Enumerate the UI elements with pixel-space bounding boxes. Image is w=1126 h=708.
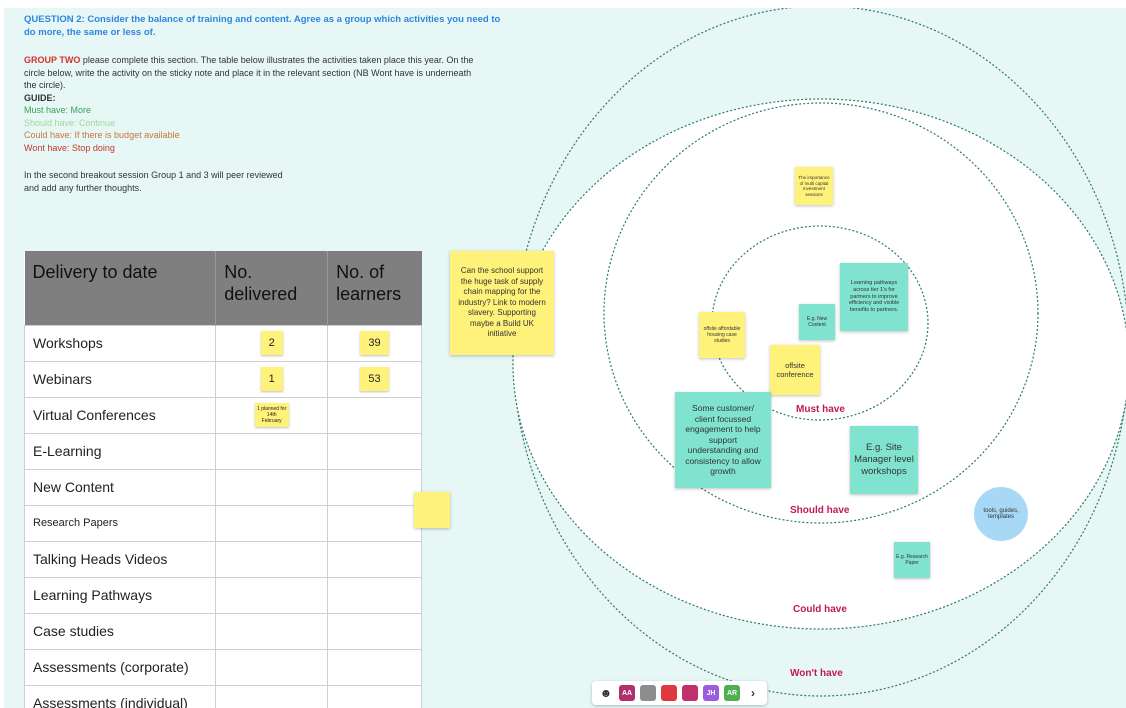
whiteboard-canvas[interactable]: QUESTION 2: Consider the balance of trai… — [4, 8, 1126, 708]
avatar[interactable] — [640, 685, 656, 701]
row-label: Case studies — [23, 612, 217, 650]
avatar[interactable]: AA — [619, 685, 635, 701]
wont-have-label: Won't have — [790, 668, 843, 679]
avatar[interactable]: AR — [724, 685, 740, 701]
should-have-label: Should have — [790, 505, 850, 516]
header-learners: No. of learners — [327, 251, 422, 325]
instructions-line-2: circle below, write the activity on the … — [24, 67, 472, 78]
guide-must: Must have: More — [24, 105, 92, 115]
instructions-line-3: the circle). — [24, 80, 66, 90]
table-row[interactable]: Case studies — [23, 612, 422, 650]
avatar[interactable] — [682, 685, 698, 701]
row-label: Research Papers — [23, 504, 217, 542]
sticky-note-school-support[interactable]: Can the school support the huge task of … — [450, 251, 554, 355]
group-instructions: GROUP TWO please complete this section. … — [24, 54, 473, 154]
row-label: Assessments (corporate) — [23, 648, 217, 686]
reaction-icon[interactable]: ☻ — [599, 686, 613, 700]
wont-have-ring — [512, 8, 1126, 697]
row-label: Assessments (individual) — [23, 684, 217, 708]
table-row[interactable]: Virtual Conferences 1 planned for 14th F… — [23, 396, 422, 434]
must-have-label: Must have — [796, 404, 845, 415]
group-label: GROUP TWO — [24, 55, 81, 65]
question-heading: QUESTION 2: Consider the balance of trai… — [24, 14, 500, 39]
row-label: Talking Heads Videos — [23, 540, 217, 578]
guide-could: Could have: If there is budget available — [24, 130, 180, 140]
table-row[interactable]: Workshops 2 39 — [23, 324, 422, 362]
row-label: Learning Pathways — [23, 576, 217, 614]
sticky-note-new-content[interactable]: E.g. New Content — [799, 304, 835, 340]
sticky-note[interactable]: 2 — [260, 331, 283, 355]
sticky-note-empty[interactable] — [414, 492, 450, 528]
sticky-note-learning-pathways[interactable]: Learning pathways across tier 1's for pa… — [840, 263, 908, 331]
delivery-table[interactable]: Delivery to date No. delivered No. of le… — [23, 251, 422, 708]
question-line-2: do more, the same or less of. — [24, 26, 156, 38]
sticky-note-offsite-conference[interactable]: offsite conference — [770, 345, 820, 395]
guide-should: Should have: Continue — [24, 117, 116, 128]
sticky-note-customer-engagement[interactable]: Some customer/ client focussed engagemen… — [675, 392, 771, 488]
sticky-note-offsite-housing[interactable]: offsite affordable housing case studies — [699, 312, 745, 358]
sticky-note[interactable]: 53 — [360, 367, 389, 391]
could-have-label: Could have — [793, 604, 847, 615]
peer-review-note: In the second breakout session Group 1 a… — [24, 170, 283, 193]
table-row[interactable]: Webinars 1 53 — [23, 360, 422, 398]
sticky-note-site-manager[interactable]: E.g. Site Manager level workshops — [850, 426, 918, 494]
collaboration-toolbar: ☻ AA JH AR › — [592, 681, 767, 705]
question-line-1: QUESTION 2: Consider the balance of trai… — [24, 14, 501, 25]
table-row[interactable]: Learning Pathways — [23, 576, 422, 614]
header-delivered: No. delivered — [215, 251, 329, 325]
guide-title: GUIDE: — [24, 92, 56, 103]
avatar[interactable] — [661, 685, 677, 701]
guide-wont: Wont have: Stop doing — [24, 142, 115, 153]
sticky-note[interactable]: 1 — [260, 367, 283, 391]
sticky-note-multi-capital[interactable]: The importance of multi capital investme… — [795, 167, 833, 205]
avatar[interactable]: JH — [703, 685, 719, 701]
table-row[interactable]: E-Learning — [23, 432, 422, 470]
table-row[interactable]: Assessments (individual) — [23, 684, 422, 708]
sticky-note-research-paper[interactable]: E.g. Research Paper — [894, 542, 930, 578]
table-row[interactable]: Research Papers — [23, 504, 422, 542]
circle-note-tools[interactable]: tools, guides, templates — [974, 487, 1028, 541]
sticky-note[interactable]: 39 — [360, 331, 389, 355]
sticky-note[interactable]: 1 planned for 14th February — [254, 403, 289, 427]
instructions-line-1: GROUP TWO please complete this section. … — [24, 55, 474, 65]
priority-rings — [512, 8, 1126, 697]
chevron-right-icon[interactable]: › — [751, 686, 755, 700]
header-delivery: Delivery to date — [24, 251, 217, 325]
row-label: Virtual Conferences — [23, 396, 217, 434]
table-row[interactable]: New Content — [23, 468, 422, 506]
